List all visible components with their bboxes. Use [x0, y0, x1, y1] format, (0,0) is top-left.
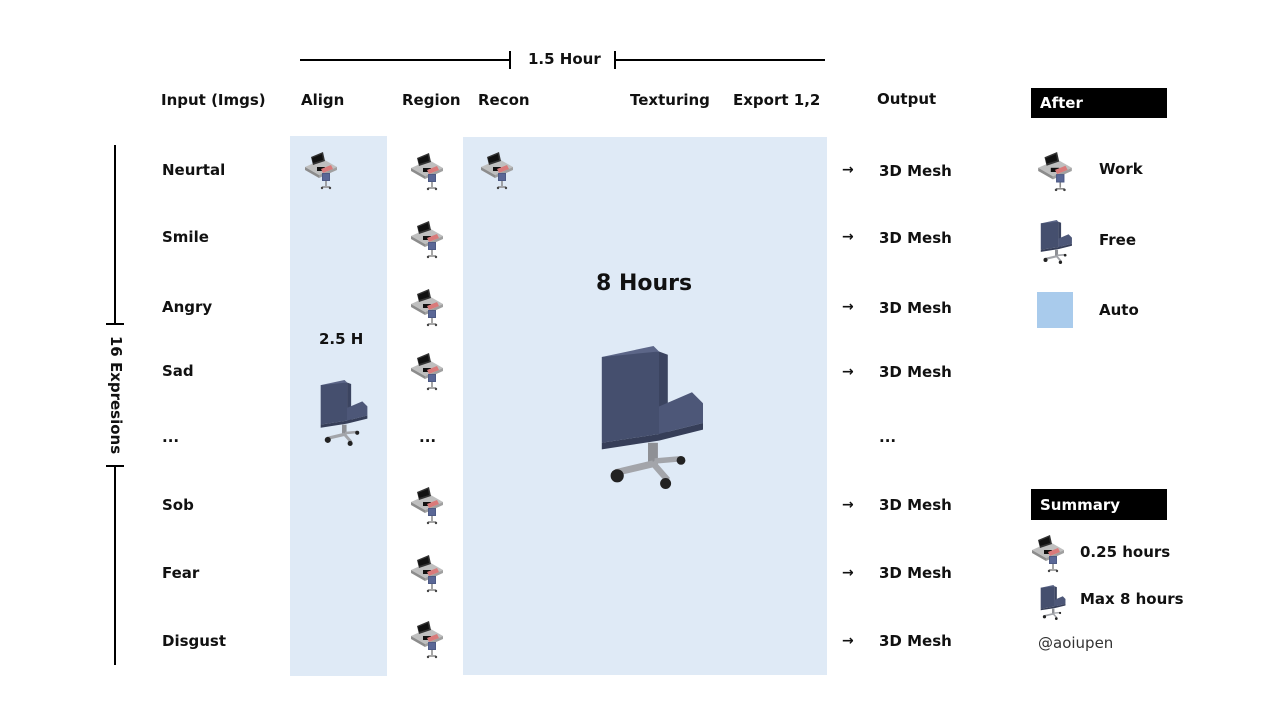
work-icon	[407, 486, 447, 526]
row-label: Angry	[162, 298, 213, 316]
chair-icon	[1037, 220, 1073, 264]
align-time: 2.5 H	[319, 330, 364, 348]
work-icon	[407, 352, 447, 392]
output-label: 3D Mesh	[879, 632, 952, 650]
legend-title: After	[1031, 88, 1167, 118]
row-label: Smile	[162, 228, 209, 246]
chair-icon	[316, 380, 368, 446]
output-label: 3D Mesh	[879, 564, 952, 582]
recon-time: 8 Hours	[596, 271, 693, 296]
arrow-icon: →	[842, 497, 854, 513]
chair-icon	[1038, 585, 1066, 620]
legend-auto-swatch	[1037, 292, 1073, 328]
header-texturing: Texturing	[630, 91, 710, 109]
work-icon	[407, 220, 447, 260]
bracket-tick-top	[106, 323, 124, 325]
chair-icon	[593, 346, 703, 489]
header-export: Export 1,2	[733, 91, 821, 109]
work-icon	[1028, 534, 1068, 574]
legend-free-label: Free	[1099, 231, 1137, 249]
output-label: 3D Mesh	[879, 299, 952, 317]
timeline-tick-left	[509, 51, 511, 69]
credit-label: @aoiupen	[1038, 634, 1114, 652]
output-label: ...	[879, 428, 897, 446]
work-icon	[477, 151, 517, 191]
row-label: ...	[162, 428, 180, 446]
arrow-icon: →	[842, 299, 854, 315]
timeline-line-right	[615, 59, 825, 61]
arrow-icon: →	[842, 633, 854, 649]
header-region: Region	[402, 91, 461, 109]
output-label: 3D Mesh	[879, 162, 952, 180]
work-icon	[301, 151, 341, 191]
side-label: 16 Expresions	[107, 335, 125, 455]
header-recon: Recon	[478, 91, 530, 109]
timeline-line-left	[300, 59, 510, 61]
timeline-label: 1.5 Hour	[528, 50, 601, 68]
output-label: 3D Mesh	[879, 496, 952, 514]
row-label: Neurtal	[162, 161, 226, 179]
header-input: Input (Imgs)	[161, 91, 266, 109]
output-label: 3D Mesh	[879, 229, 952, 247]
arrow-icon: →	[842, 565, 854, 581]
row-label: Disgust	[162, 632, 227, 650]
output-label: 3D Mesh	[879, 363, 952, 381]
header-output: Output	[877, 90, 937, 108]
work-icon	[1034, 151, 1076, 193]
work-icon	[407, 620, 447, 660]
row-label: Sob	[162, 496, 194, 514]
legend-work-label: Work	[1099, 160, 1143, 178]
bracket-line-top	[114, 145, 116, 325]
region-ellipsis: ...	[419, 428, 437, 446]
summary-free-hours: Max 8 hours	[1080, 590, 1184, 608]
work-icon	[407, 554, 447, 594]
arrow-icon: →	[842, 364, 854, 380]
bracket-line-bottom	[114, 465, 116, 665]
row-label: Fear	[162, 564, 200, 582]
work-icon	[407, 152, 447, 192]
row-label: Sad	[162, 362, 194, 380]
header-align: Align	[301, 91, 345, 109]
arrow-icon: →	[842, 162, 854, 178]
legend-auto-label: Auto	[1099, 301, 1139, 319]
work-icon	[407, 288, 447, 328]
summary-title: Summary	[1031, 489, 1167, 520]
arrow-icon: →	[842, 229, 854, 245]
summary-work-hours: 0.25 hours	[1080, 543, 1171, 561]
